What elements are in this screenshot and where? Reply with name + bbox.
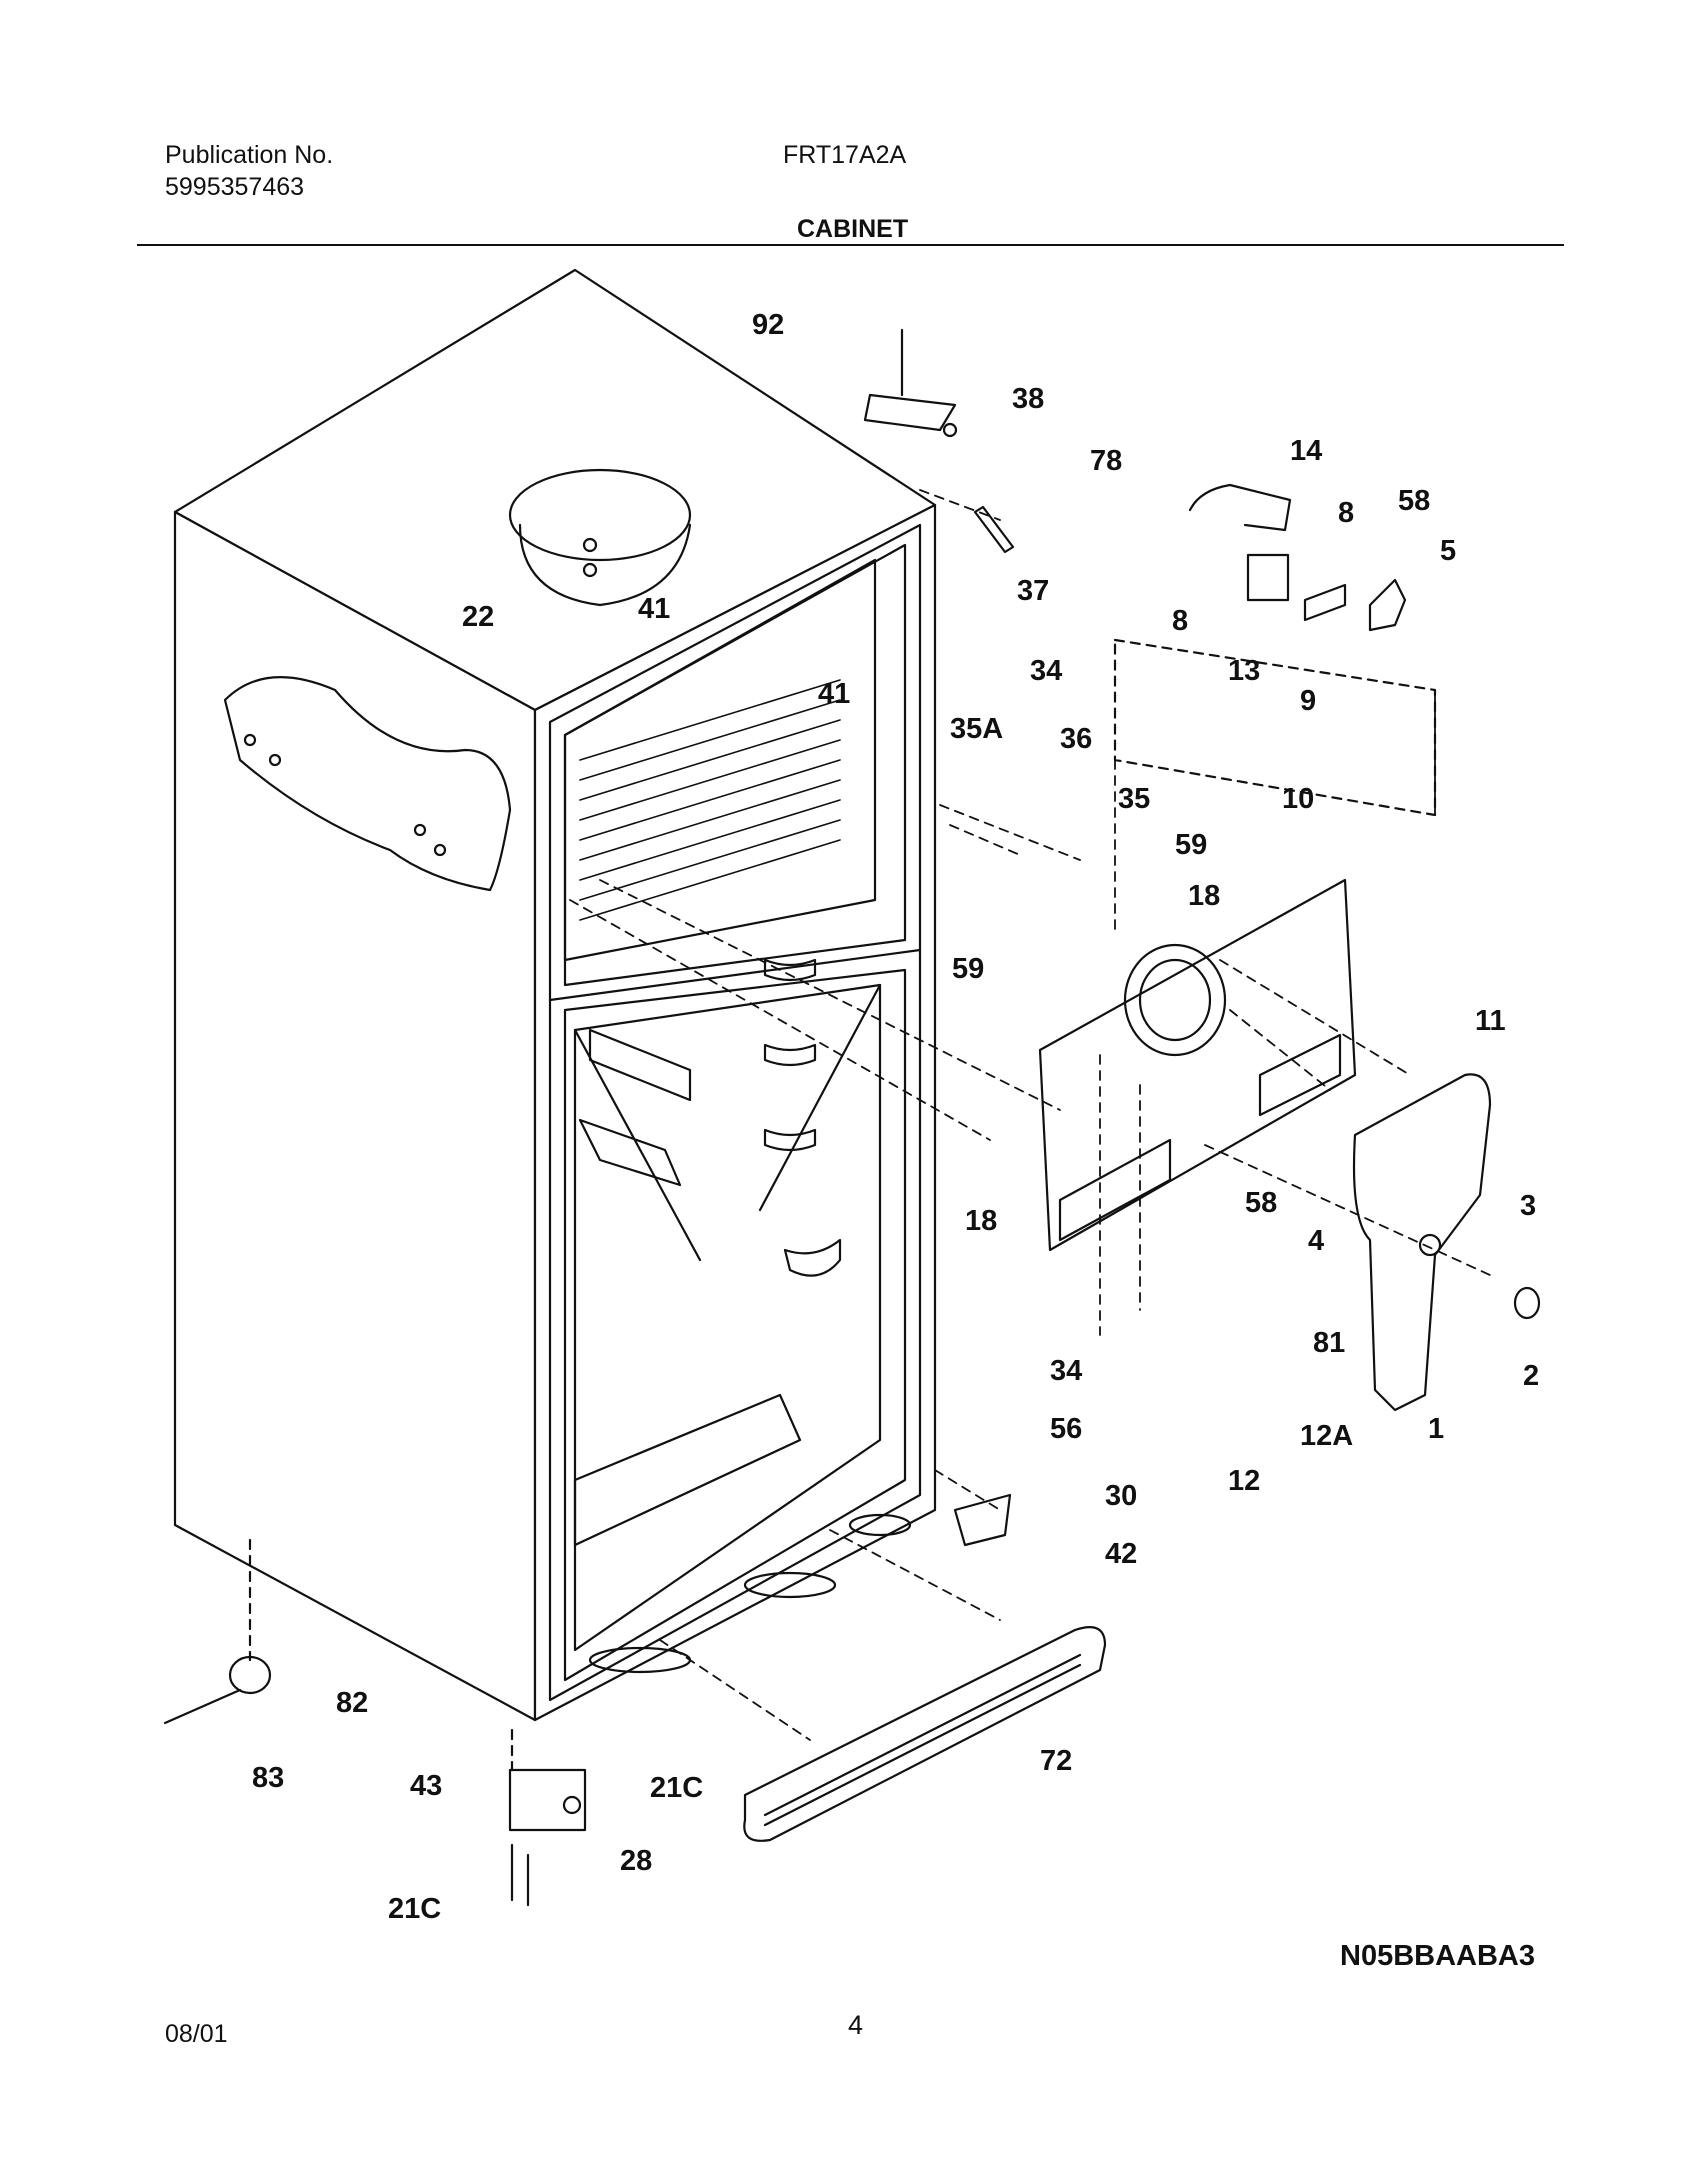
part-label: 41	[638, 593, 670, 625]
evaporator-cover	[1038, 878, 1357, 1252]
header-divider	[137, 244, 1564, 246]
part-label: 22	[462, 601, 494, 633]
part-label: 30	[1105, 1480, 1137, 1512]
part-label: 3	[1520, 1190, 1536, 1222]
part-label: 8	[1172, 605, 1188, 637]
part-label: 12A	[1300, 1420, 1353, 1452]
kickplate	[743, 1626, 1107, 1842]
leader-dashes	[569, 489, 1491, 1741]
publication-date: 08/01	[165, 2020, 228, 2048]
diagram-code: N05BBAABA3	[1340, 1940, 1535, 1972]
leveling-leg	[163, 1538, 272, 1725]
part-label: 28	[620, 1845, 652, 1877]
fan-bracket	[1188, 483, 1407, 632]
part-label: 58	[1245, 1187, 1277, 1219]
part-label: 41	[818, 678, 850, 710]
part-label: 59	[952, 953, 984, 985]
freezer-ribs	[579, 679, 841, 921]
part-label: 1	[1428, 1413, 1444, 1445]
part-labels: 92 38 37 78 14 8 58 5 41 22 34 41 35A 36…	[252, 309, 1539, 1925]
control-knob	[1513, 1286, 1541, 1320]
part-label: 59	[1175, 829, 1207, 861]
part-label: 13	[1228, 655, 1260, 687]
hinge-pin	[973, 505, 1015, 554]
publication-number: 5995357463	[165, 173, 305, 201]
part-label: 11	[1475, 1005, 1506, 1037]
part-label: 36	[1060, 723, 1092, 755]
part-label: 5	[1440, 535, 1456, 567]
part-label: 21C	[388, 1893, 441, 1925]
fan-frame	[1113, 638, 1437, 817]
part-label: 56	[1050, 1413, 1082, 1445]
roller-assy	[508, 1728, 587, 1907]
part-label: 92	[752, 309, 784, 341]
page-number: 4	[848, 2010, 864, 2040]
part-label: 82	[336, 1687, 368, 1719]
part-label: 34	[1030, 655, 1062, 687]
part-label: 18	[965, 1205, 997, 1237]
part-label: 9	[1300, 685, 1316, 717]
part-label: 21C	[650, 1772, 703, 1804]
part-label: 12	[1228, 1465, 1260, 1497]
part-label: 78	[1090, 445, 1122, 477]
part-label: 43	[410, 1770, 442, 1802]
section-title: CABINET	[797, 215, 909, 243]
part-label: 34	[1050, 1355, 1082, 1387]
part-label: 4	[1308, 1225, 1324, 1257]
part-label: 42	[1105, 1538, 1137, 1570]
part-label: 38	[1012, 383, 1044, 415]
publication-label: Publication No.	[165, 141, 334, 169]
shelf-supports	[573, 958, 842, 1547]
part-label: 35A	[950, 713, 1003, 745]
side-cutaway	[223, 676, 512, 892]
part-label: 14	[1290, 435, 1322, 467]
top-mount-cup	[508, 468, 692, 607]
model-number: FRT17A2A	[783, 141, 907, 169]
part-label: 8	[1338, 497, 1354, 529]
part-label: 37	[1017, 575, 1049, 607]
part-label: 35	[1118, 783, 1150, 815]
part-label: 58	[1398, 485, 1430, 517]
control-housing	[1352, 1073, 1492, 1412]
bottom-hinge	[953, 1493, 1012, 1547]
part-label: 10	[1282, 783, 1314, 815]
part-label: 18	[1188, 880, 1220, 912]
part-label: 72	[1040, 1745, 1072, 1777]
part-label: 2	[1523, 1360, 1539, 1392]
part-label: 83	[252, 1762, 284, 1794]
part-label: 81	[1313, 1327, 1345, 1359]
top-hinge	[863, 328, 958, 438]
